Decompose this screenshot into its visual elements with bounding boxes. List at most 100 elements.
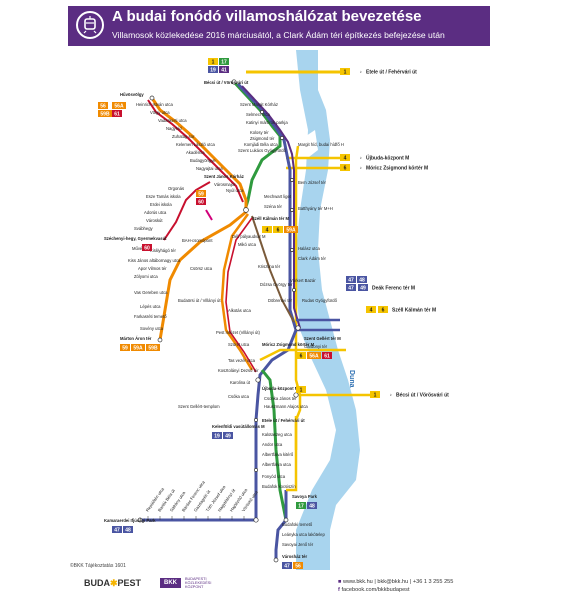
station-komjadi: Komjádi Béla utca xyxy=(244,142,278,147)
dest-badge-7-bg xyxy=(370,391,380,398)
station-kelemen: Kelemen László utca xyxy=(176,142,216,147)
right-destinations: 1›Etele út / Fehérvári út4›Újbuda-közpon… xyxy=(340,68,449,399)
dest-badge-3-bg xyxy=(346,284,356,291)
badge-szell-1-bg xyxy=(273,226,283,233)
station-szentmargit: Szent Margit Kórház xyxy=(240,102,278,107)
line-61-red xyxy=(147,99,244,203)
station-budaorsi: Budaörsi út / Villányi út xyxy=(178,298,221,303)
badge-kamaraerdo-1: 48 xyxy=(125,528,131,534)
contact-info: ■ www.bkk.hu | bkk@bkk.hu | +36 1 3 255 … xyxy=(338,579,454,593)
station-varosko: Városkút xyxy=(146,218,163,223)
dest-badge-2-bg xyxy=(340,164,350,171)
station-kamaraerdei: Kamaraerdei Ifjúsági Park xyxy=(104,518,156,523)
badge-szell-1: 6 xyxy=(277,228,280,234)
badge-fogaskereku-0-bg xyxy=(142,244,152,251)
station-halasz: Halász utca xyxy=(298,246,321,251)
station-andor: Andor utca xyxy=(262,442,283,447)
badge-kamaraerdo-1-bg xyxy=(123,526,133,533)
arrow-right-icon: › xyxy=(360,166,362,172)
line-17-south xyxy=(260,369,288,521)
tram-icon xyxy=(76,11,104,39)
station-szechenyi: Széchenyi-hegy, Gyermekvasút xyxy=(104,236,167,241)
website-link[interactable]: www.bkk.hu xyxy=(342,579,373,585)
station-martonaron: Márton Áron tér xyxy=(120,336,152,341)
badge-left_top-2-bg xyxy=(98,110,112,117)
star-icon: ✱ xyxy=(110,578,118,588)
badge-szell-2-bg xyxy=(284,226,298,233)
badge-dess-0-bg xyxy=(196,190,206,197)
line-60-red xyxy=(163,181,211,241)
bkk-logo-name: BUDAPESTI KÖZLEKEDÉSI KÖZPONT xyxy=(185,577,212,590)
station-albertfalvaut: Albertfalva utca xyxy=(262,462,292,467)
station-becsi: Bécsi út / Vörösvári út xyxy=(204,80,249,85)
badge-varoshaz-0-bg xyxy=(282,562,292,569)
station-gardonyi: Gárdonyi tér xyxy=(304,344,328,349)
facebook-link[interactable]: facebook.com/bkkbudapest xyxy=(341,587,410,593)
dest-badge-0: 1 xyxy=(344,70,347,76)
dest-badge-2: 6 xyxy=(344,166,347,172)
station-adoros: Adorús utca xyxy=(144,210,167,215)
station-kelenfoldi: Kelenföldi vasútállomás M xyxy=(212,424,265,429)
station-nagyhid: Nagyhíd xyxy=(166,126,182,131)
station-battyhany: Batthyány tér M+H xyxy=(298,206,333,211)
line-56-south xyxy=(220,213,254,371)
badge-savoya-0-bg xyxy=(296,502,306,509)
map-header: A budai fonódó villamoshálózat bevezetés… xyxy=(68,6,490,46)
station-zuhatag: Zuhatag sor xyxy=(172,134,195,139)
badge-marton-0: 59 xyxy=(122,346,128,352)
badge-marton-1-bg xyxy=(131,344,145,351)
dest-label-2: Móricz Zsigmond körtér M xyxy=(366,166,428,172)
station-szentgellert: Szent Gellért tér M xyxy=(304,336,341,341)
badge-kelenfold-0: 19 xyxy=(214,434,220,440)
station-orgonas: Orgonás xyxy=(168,186,184,191)
badge-varoshaz-1: 56 xyxy=(295,564,301,570)
station-szentgellerttemp: Szent Gellért-templom xyxy=(178,404,220,409)
badge-marton-2-bg xyxy=(146,344,160,351)
badge-ujbuda_kp-0: 1 xyxy=(300,388,303,394)
station-erdei: Erdei iskola xyxy=(150,202,172,207)
station-savoya: Savoya Park xyxy=(292,494,318,499)
badge-left_top-1-bg xyxy=(112,102,126,109)
station-miko: Mikó utca xyxy=(238,242,257,247)
tram-network-map: Duna Bécsi út / Vörösvári ú xyxy=(98,50,449,570)
dest-badge-6: 6 xyxy=(382,308,385,314)
badge-left_top-0: 56 xyxy=(100,104,106,110)
station-szena: Széna tér xyxy=(264,204,283,209)
station-clark: Clark Ádám tér xyxy=(298,256,327,261)
email-link[interactable]: bkk@bkk.hu xyxy=(377,579,409,585)
badge-szell-0: 4 xyxy=(266,228,269,234)
badge-kamaraerdo-0: 47 xyxy=(114,528,120,534)
station-dobrentei: Döbrentei tér xyxy=(268,298,293,303)
badge-savoya-1: 48 xyxy=(309,504,315,510)
station-deli: Déli pályaudvar M xyxy=(232,234,266,239)
badge-ujbuda_kp-0-bg xyxy=(296,386,306,393)
badge-top-1-bg xyxy=(219,58,229,65)
dest-badge-5: 4 xyxy=(370,308,373,314)
badge-kelenfold-0-bg xyxy=(212,432,222,439)
station-varoshaz: Városház tér xyxy=(282,554,308,559)
station-kissjanos: Kiss János altábornagy utca xyxy=(128,258,181,263)
badge-moricz-1-bg xyxy=(307,352,321,359)
station-leanyka: Leányka utca lakótelep xyxy=(282,532,326,537)
station-savoyaijeno: Savoyai Jenő tér xyxy=(282,542,314,547)
badge-szerb-1-bg xyxy=(357,276,367,283)
dest-label-3: Deák Ferenc tér M xyxy=(372,286,415,292)
station-lepes: Lépés utca xyxy=(140,304,161,309)
line-47-48-blue xyxy=(274,490,288,560)
badge-left_top-1: 56A xyxy=(114,104,124,110)
station-szentlukacs: Szent Lukács Gyógyfürdő xyxy=(238,148,287,153)
dest-badge-7: 1 xyxy=(374,393,377,399)
badge-szerb-0-bg xyxy=(346,276,356,283)
station-csorsz: Csörsz utca xyxy=(190,266,213,271)
arrow-right-icon: › xyxy=(360,156,362,162)
station-heinrich: Heinrich István utca xyxy=(136,102,173,107)
badge-top-2-bg xyxy=(208,66,218,73)
station-zolyomi: Zólyomi utca xyxy=(134,274,158,279)
margit-island xyxy=(300,130,318,160)
station-nyul: Nyúl utca xyxy=(226,188,244,193)
dest-badge-0-bg xyxy=(340,68,350,75)
station-kalotaszeg: Kalotaszeg utca xyxy=(262,432,292,437)
station-albertfalva: Albertfalva kitérő xyxy=(262,452,294,457)
badge-moricz-2: 61 xyxy=(324,354,330,360)
